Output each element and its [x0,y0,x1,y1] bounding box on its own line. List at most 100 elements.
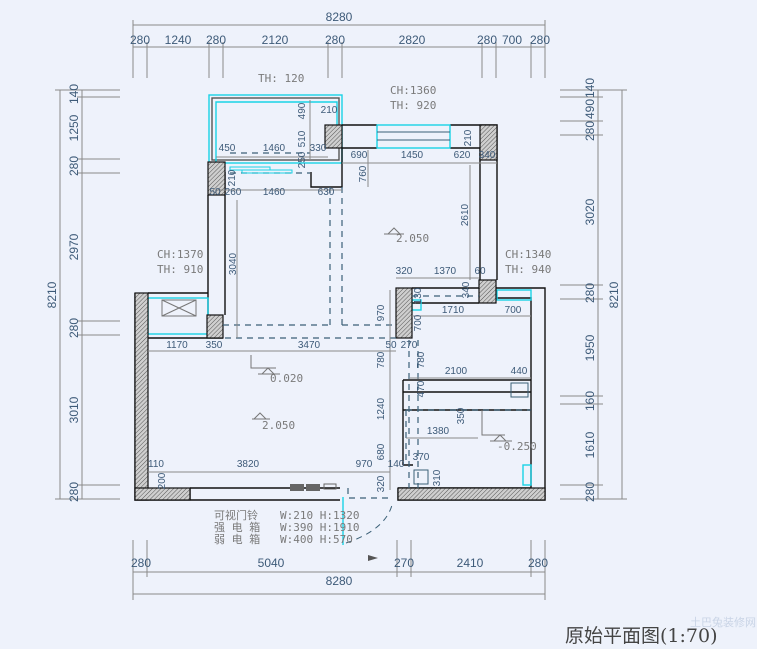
inner-dim: 140 [388,459,405,470]
top-dim: 280 [477,33,497,47]
inner-dim: 350 [206,340,223,351]
bottom-total-dim: 8280 [326,574,353,588]
inner-dim: 60 [474,266,486,277]
window-notes: TH: 120 CH:1360 TH: 920 CH:1370 TH: 910 … [157,72,551,276]
top-total-dim: 8280 [326,10,353,24]
top-dim: 2120 [262,33,289,47]
inner-dim: 3820 [237,459,260,470]
inner-dim: 340 [461,281,472,298]
inner-dim: 700 [413,314,424,331]
drawing-title: 原始平面图(1:70) [565,625,718,647]
inner-dim: 690 [351,150,368,161]
left-th-note: TH: 910 [157,263,203,276]
top-dim: 280 [530,33,550,47]
inner-dim: 1460 [263,143,286,154]
right-dim: 1610 [583,431,597,458]
inner-dim: 970 [376,304,387,321]
inner-dim: 200 [157,472,168,489]
right-dim: 490 [583,99,597,119]
left-dim: 280 [67,482,81,502]
inner-dim: 370 [413,452,430,463]
inner-dim: 110 [148,459,164,470]
left-total-dim: 8210 [45,281,59,308]
inner-dim: 260 [225,187,242,198]
inner-dim: 1240 [376,397,387,420]
top-ch-note: CH:1360 [390,84,436,97]
inner-dim: 130 [413,287,424,304]
inner-dim: 320 [396,266,413,277]
top-dim: 280 [130,33,150,47]
top-dim: 700 [502,33,522,47]
bottom-dim: 2410 [457,556,484,570]
right-ch-note: CH:1340 [505,248,551,261]
right-dim: 280 [583,121,597,141]
inner-dim: 3470 [298,340,321,351]
inner-dim: 760 [358,165,369,182]
bottom-dim: 270 [394,556,414,570]
floor-levels: 2.050 0.020 2.050 -0.250 [250,227,537,453]
top-dim: 280 [206,33,226,47]
right-dim: 160 [583,391,597,411]
top-dim: 280 [325,33,345,47]
inner-dim: 780 [376,351,387,368]
inner-dim: 970 [356,459,373,470]
equipment-name: 强 电 箱 [214,520,260,534]
inner-dim: 310 [432,469,443,486]
inner-dim: 270 [401,340,418,351]
inner-dim: 1370 [434,266,457,277]
bottom-dim: 5040 [258,556,285,570]
equipment-size: W:390 H:1910 [280,521,359,534]
inner-dim: 630 [318,187,335,198]
inner-dim: 780 [416,351,427,368]
level-mark: 2.050 [396,232,429,245]
left-dim: 280 [67,156,81,176]
inner-dimensions: 490 210 510 250 330 450 1460 210 50 260 … [148,100,531,492]
inner-dim: 490 [297,102,308,119]
inner-dim: 50 [209,187,221,198]
left-dim: 2970 [67,233,81,260]
inner-dim: 450 [219,143,236,154]
inner-dim: 1710 [442,305,465,316]
level-mark: 0.020 [270,372,303,385]
inner-dim: 210 [321,105,338,116]
inner-dim: 2100 [445,366,468,377]
top-dimensions: 8280 280 1240 280 2120 280 2820 280 700 … [130,10,550,78]
right-th-note: TH: 940 [505,263,551,276]
inner-dim: 1450 [401,150,424,161]
walls [134,94,546,561]
left-dim: 280 [67,318,81,338]
right-dimensions: 140 490 280 3020 280 1950 160 1610 280 8… [560,78,627,502]
level-mark: -0.250 [497,440,537,453]
left-dimensions: 8210 140 1250 280 2970 280 3010 280 [45,84,120,502]
inner-dim: 340 [479,150,496,161]
inner-dim: 470 [416,380,427,397]
inner-dim: 350 [456,407,467,424]
right-dim: 3020 [583,198,597,225]
bottom-dim: 280 [528,556,548,570]
inner-dim: 330 [310,143,327,154]
inner-dim: 2610 [460,203,471,226]
equipment-size: W:210 H:1320 [280,509,359,522]
inner-dim: 510 [297,130,308,147]
left-dim: 140 [67,84,81,104]
equipment-name: 弱 电 箱 [214,532,260,546]
inner-dim: 250 [297,151,308,168]
inner-dim: 320 [376,475,387,492]
bottom-dim: 280 [131,556,151,570]
equipment-size: W:400 H:570 [280,533,353,546]
left-ch-note: CH:1370 [157,248,203,261]
inner-dim: 440 [511,366,528,377]
right-dim: 140 [583,78,597,98]
right-total-dim: 8210 [607,281,621,308]
right-dim: 280 [583,482,597,502]
top-dim: 2820 [399,33,426,47]
balcony-th-note: TH: 120 [258,72,304,85]
top-th-note: TH: 920 [390,99,436,112]
equipment-name: 可视门铃 [214,508,258,522]
right-dim: 1950 [583,334,597,361]
inner-dim: 680 [376,443,387,460]
top-dim: 1240 [165,33,192,47]
left-dim: 1250 [67,114,81,141]
equipment-notes: 可视门铃 W:210 H:1320 强 电 箱 W:390 H:1910 弱 电… [214,508,359,546]
